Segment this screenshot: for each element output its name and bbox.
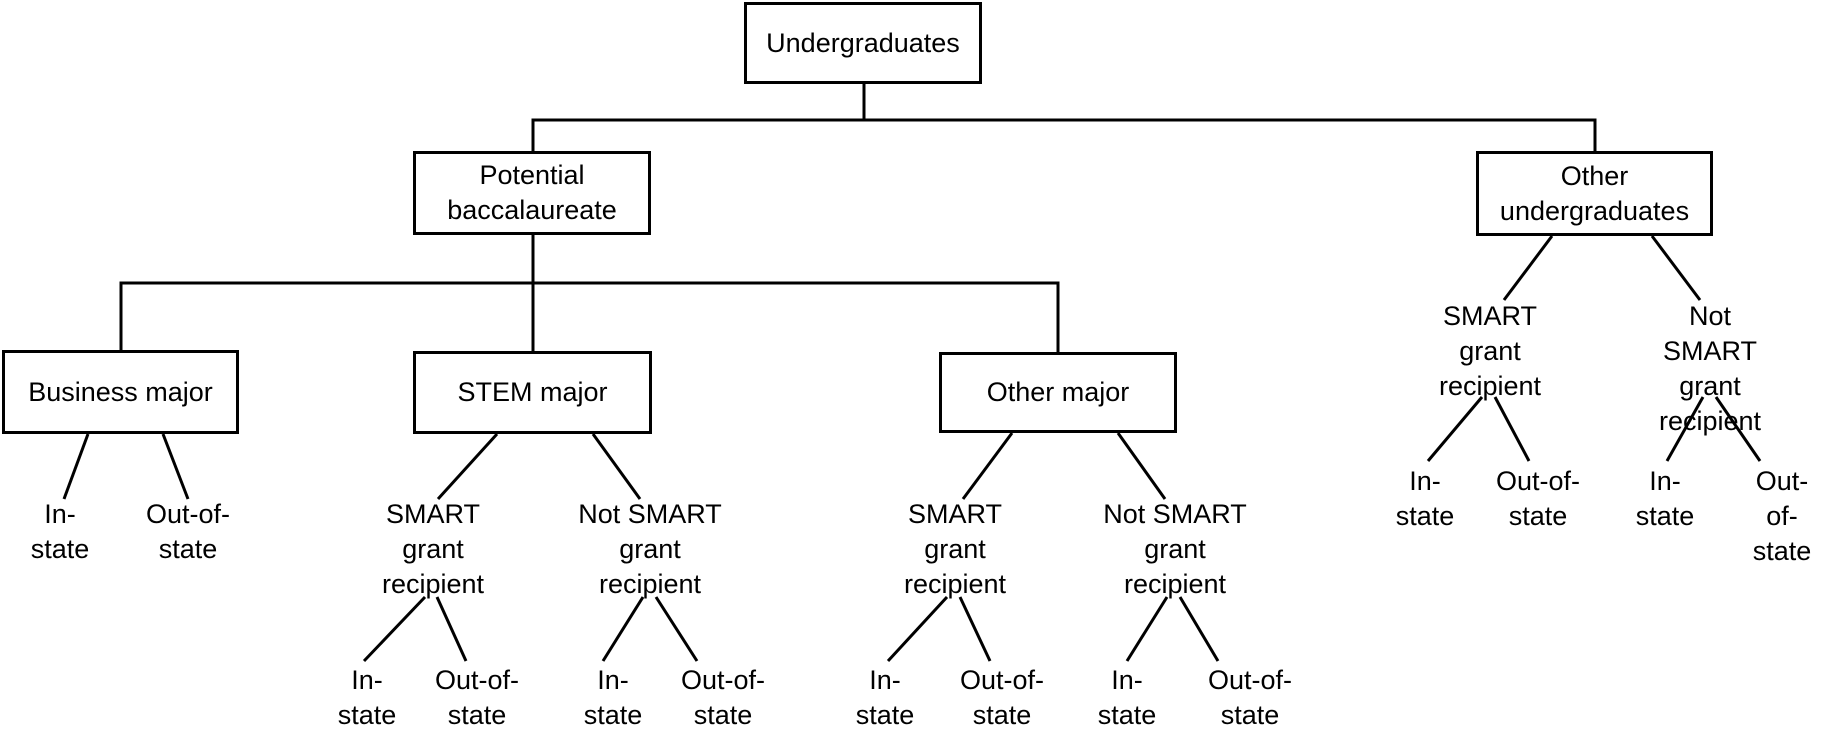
connector-other-major-smart-out (958, 596, 992, 662)
connector-other-major-smart (961, 432, 1014, 500)
node-other-major-notsmart-out-of-state: Out-of- state (1207, 665, 1293, 730)
node-business-in-state: In- state (30, 499, 90, 564)
node-stem-smart-grant-recipient: SMART grant recipient (381, 499, 485, 599)
node-stem-smart-out-of-state: Out-of- state (434, 665, 520, 730)
connector-other-ug-notsmart-out (1714, 396, 1762, 462)
node-other-undergraduates: Other undergraduates (1476, 151, 1713, 236)
node-other-ug-notsmart-in-state: In- state (1635, 466, 1695, 531)
connector-stem-smart-out (435, 596, 468, 662)
node-stem-notsmart-out-of-state: Out-of- state (680, 665, 766, 730)
connector-other-ug-notsmart (1650, 235, 1702, 301)
connector-other-ug-smart-out (1493, 396, 1531, 462)
node-other-major-not-smart-grant-recipient: Not SMART grant recipient (1103, 499, 1247, 599)
node-other-major: Other major (939, 352, 1177, 433)
node-stem-not-smart-grant-recipient: Not SMART grant recipient (578, 499, 722, 599)
node-stem-notsmart-in-state: In- state (583, 665, 643, 730)
connector-stem-smart-in (362, 595, 427, 663)
node-other-major-smart-in-state: In- state (855, 665, 915, 730)
node-other-major-smart-grant-recipient: SMART grant recipient (903, 499, 1007, 599)
node-business-out-of-state: Out-of- state (145, 499, 231, 564)
connector-other-ug-smart-in (1426, 396, 1484, 462)
connector-other-major-notsmart-out (1178, 596, 1220, 662)
connector-other-ug-notsmart-in (1665, 396, 1705, 462)
node-other-ug-notsmart-out-of-state: Out-of- state (1752, 466, 1812, 566)
node-other-ug-not-smart-grant-recipient: Not SMART grant recipient (1658, 301, 1762, 436)
connector-business-in (62, 433, 90, 500)
connector-other-ug-smart (1502, 235, 1554, 301)
node-other-major-smart-out-of-state: Out-of- state (959, 665, 1045, 730)
node-stem-smart-in-state: In- state (337, 665, 397, 730)
connector-stem-notsmart-out (654, 596, 699, 662)
node-other-ug-smart-grant-recipient: SMART grant recipient (1438, 301, 1542, 401)
node-business-major: Business major (2, 350, 239, 434)
connector-other-major-notsmart-in (1125, 596, 1169, 662)
connector-stem-notsmart (591, 433, 642, 500)
node-undergraduates: Undergraduates (744, 2, 982, 84)
connector-business-out (161, 433, 190, 500)
connector-stem-smart (436, 432, 499, 501)
connector-other-major-smart-in (886, 595, 949, 663)
node-stem-major: STEM major (413, 351, 652, 434)
node-potential-baccalaureate: Potential baccalaureate (413, 151, 651, 235)
node-other-major-notsmart-in-state: In- state (1097, 665, 1157, 730)
connector-other-major-notsmart (1116, 432, 1167, 500)
node-other-ug-smart-out-of-state: Out-of- state (1495, 466, 1581, 531)
node-other-ug-smart-in-state: In- state (1395, 466, 1455, 531)
connector-stem-notsmart-in (601, 596, 645, 662)
